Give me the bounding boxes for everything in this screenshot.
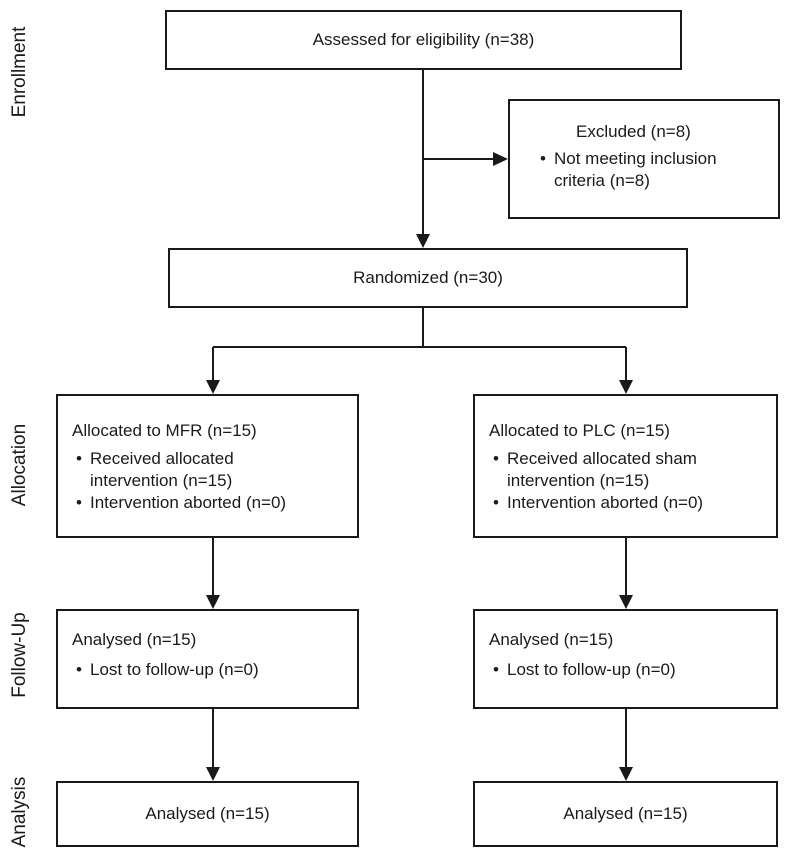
analysis-text: Analysed (n=15) — [145, 804, 270, 823]
followup-box-plc: Analysed (n=15) Lost to follow-up (n=0) — [473, 609, 778, 709]
stage-label-follow-up: Follow-Up — [9, 612, 30, 698]
excluded-box: Excluded (n=8) Not meeting inclusioncrit… — [508, 99, 780, 219]
arrowhead — [416, 234, 430, 248]
arrowhead — [619, 595, 633, 609]
followup-details: Lost to follow-up (n=0) — [72, 659, 343, 681]
arrowhead — [493, 152, 508, 166]
analysis-text: Analysed (n=15) — [563, 804, 688, 823]
allocation-aborted: Intervention aborted (n=0) — [489, 492, 762, 514]
followup-details: Lost to follow-up (n=0) — [489, 659, 762, 681]
arrowhead — [206, 767, 220, 781]
allocation-aborted: Intervention aborted (n=0) — [72, 492, 343, 514]
followup-lost: Lost to follow-up (n=0) — [72, 659, 343, 681]
stage-label-enrollment: Enrollment — [9, 26, 30, 118]
arrowhead — [206, 380, 220, 394]
allocation-box-plc: Allocated to PLC (n=15) Received allocat… — [473, 394, 778, 538]
analysis-box-mfr: Analysed (n=15) — [56, 781, 359, 847]
assessed-box: Assessed for eligibility (n=38) — [165, 10, 682, 70]
allocation-title: Allocated to PLC (n=15) — [489, 421, 670, 440]
arrowhead — [619, 380, 633, 394]
followup-lost: Lost to follow-up (n=0) — [489, 659, 762, 681]
excluded-title: Excluded (n=8) — [576, 122, 691, 141]
arrowhead — [206, 595, 220, 609]
assessed-text: Assessed for eligibility (n=38) — [312, 30, 535, 49]
allocation-box-mfr: Allocated to MFR (n=15) Received allocat… — [56, 394, 359, 538]
randomized-text: Randomized (n=30) — [353, 268, 503, 287]
arrowhead — [619, 767, 633, 781]
analysis-box-plc: Analysed (n=15) — [473, 781, 778, 847]
followup-title: Analysed (n=15) — [489, 630, 614, 649]
stage-label-allocation: Allocation — [9, 423, 30, 507]
stage-label-analysis: Analysis — [9, 776, 30, 848]
followup-title: Analysed (n=15) — [72, 630, 197, 649]
randomized-box: Randomized (n=30) — [168, 248, 688, 308]
followup-box-mfr: Analysed (n=15) Lost to follow-up (n=0) — [56, 609, 359, 709]
allocation-title: Allocated to MFR (n=15) — [72, 421, 257, 440]
